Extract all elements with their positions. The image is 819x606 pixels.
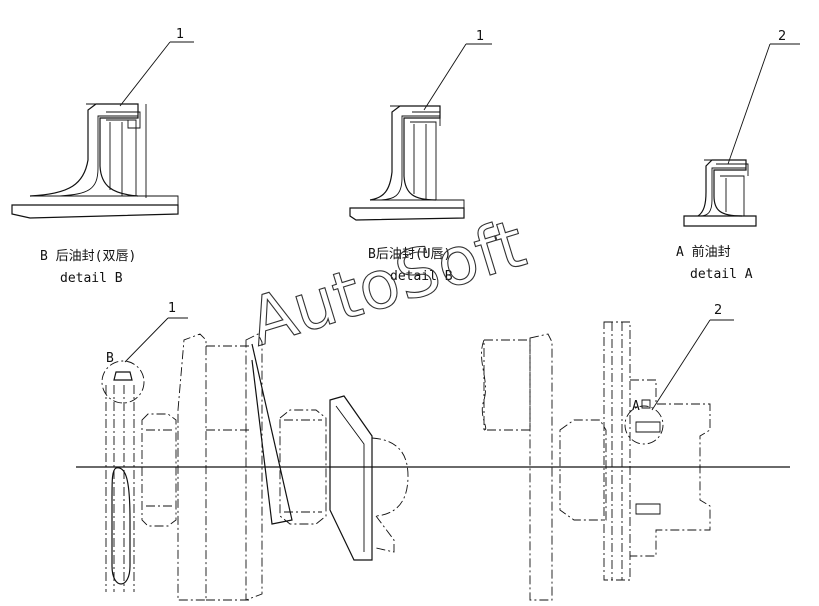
- main-callout-2: 2: [714, 303, 722, 318]
- detail-b-u-title: B后油封(U唇): [368, 247, 451, 262]
- marker-a-label: A: [632, 399, 640, 414]
- marker-b-label: B: [106, 351, 114, 366]
- detail-b-double-subtitle: detail B: [60, 271, 123, 286]
- detail-a-title: A 前油封: [676, 244, 731, 260]
- front-seal-section-bottom: [635, 503, 661, 515]
- detail-b-double-lip-seal: [11, 41, 194, 219]
- detail-a-callout: 2: [778, 29, 786, 44]
- detail-b-u-subtitle: detail B: [390, 269, 453, 284]
- detail-b-double-callout: 1: [176, 27, 184, 42]
- detail-b-u-callout: 1: [476, 29, 484, 44]
- detail-a-subtitle: detail A: [690, 267, 753, 282]
- crankshaft-assembly-view: B 1 A: [76, 301, 790, 601]
- detail-a-front-seal: [683, 43, 800, 227]
- detail-b-circle-marker: [101, 360, 145, 404]
- main-callout-1: 1: [168, 301, 176, 316]
- detail-a-circle-marker: [624, 405, 664, 445]
- detail-b-double-title: B 后油封(双唇): [40, 249, 136, 264]
- detail-b-u-lip-seal: [349, 43, 492, 221]
- front-seal-section-top: [635, 421, 661, 433]
- watermark: AutoSoft: [240, 205, 534, 362]
